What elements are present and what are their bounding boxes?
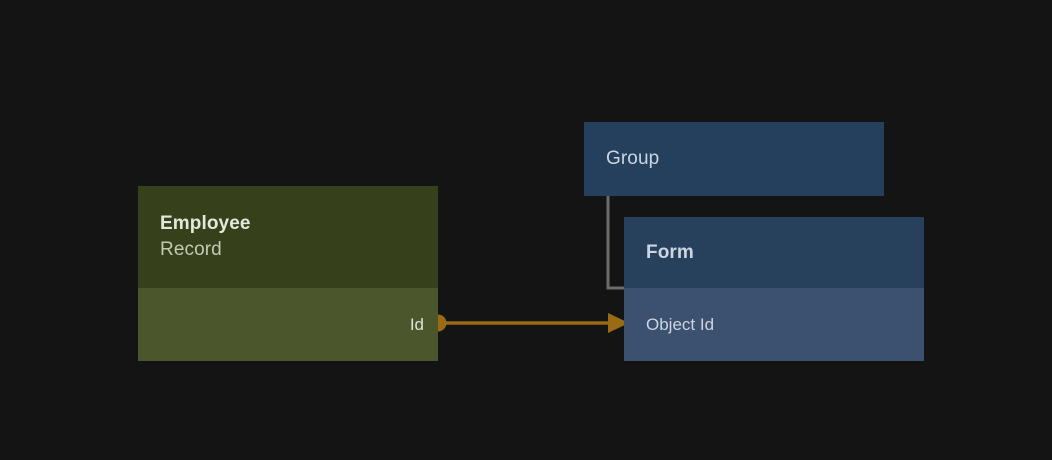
node-group-title: Group bbox=[606, 148, 660, 169]
node-employee-row-id[interactable]: Id bbox=[138, 288, 438, 361]
node-group[interactable]: Group bbox=[584, 122, 884, 196]
node-employee-row-id-label: Id bbox=[409, 314, 424, 334]
node-employee-subtitle: Record bbox=[160, 239, 222, 260]
node-group-header[interactable]: Group bbox=[584, 122, 884, 196]
node-employee-header[interactable]: Employee Record bbox=[138, 186, 438, 288]
edge-group-to-form bbox=[606, 196, 625, 290]
edge-employee-id-to-form-object-id[interactable] bbox=[429, 313, 630, 333]
node-form-row-object-id[interactable]: Object Id bbox=[624, 288, 924, 361]
elbow-bracket-line bbox=[606, 196, 625, 290]
node-form-title: Form bbox=[646, 241, 694, 263]
node-form-row-object-id-label: Object Id bbox=[646, 314, 715, 334]
node-form-header[interactable]: Form bbox=[624, 217, 924, 288]
node-employee[interactable]: Employee Record Id bbox=[138, 186, 438, 361]
node-employee-title: Employee bbox=[160, 213, 251, 234]
node-form[interactable]: Form Object Id bbox=[624, 217, 924, 361]
